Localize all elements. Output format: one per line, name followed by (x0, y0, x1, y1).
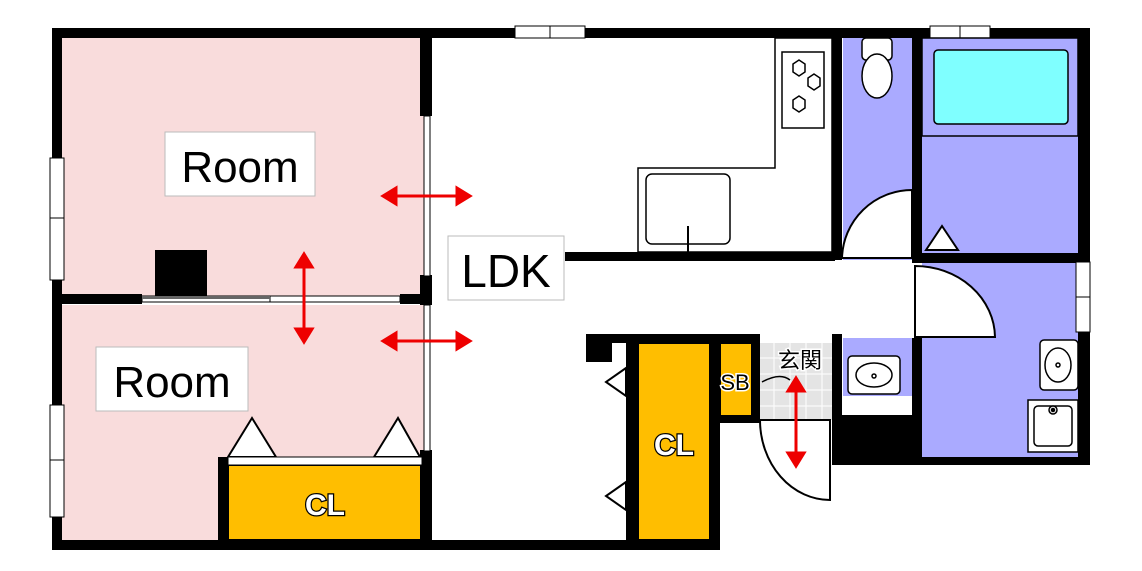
closet-center (637, 342, 711, 541)
opening-arrow-icon (293, 185, 807, 469)
washing-machine-icon (1027, 399, 1079, 453)
ldk-label: LDK (461, 245, 551, 297)
stove-icon (781, 51, 825, 129)
shoe-box-label: SB (720, 370, 749, 395)
toilet-icon (861, 37, 893, 99)
sink-icon (645, 173, 731, 252)
closet-door-triangles (226, 224, 960, 512)
room-upper-label-box (164, 131, 316, 197)
room-lower-label-box (95, 346, 249, 412)
closet-center-label: CL (654, 429, 694, 462)
closet-bottom-label: CL (305, 489, 345, 522)
entrance-label: 玄関 (778, 348, 822, 373)
ldk-label-box (447, 235, 565, 301)
bathtub-icon (933, 49, 1069, 125)
room-lower-label: Room (113, 358, 230, 407)
washbasin-icon (847, 339, 1079, 395)
room-upper-label: Room (181, 143, 298, 192)
